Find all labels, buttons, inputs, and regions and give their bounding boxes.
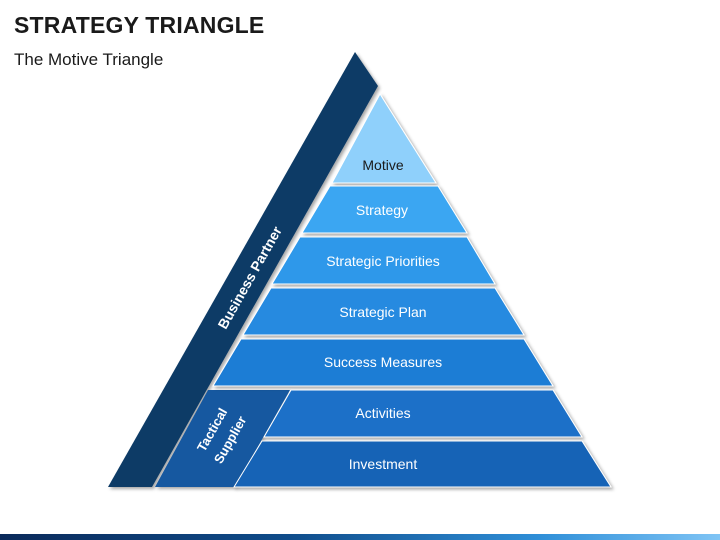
pyramid-level-strategic-priorities: Strategic Priorities bbox=[271, 236, 496, 285]
level-label-strategic-priorities: Strategic Priorities bbox=[326, 253, 440, 269]
page-title: STRATEGY TRIANGLE bbox=[14, 12, 265, 38]
level-label-success-measures: Success Measures bbox=[324, 354, 442, 370]
level-label-investment: Investment bbox=[349, 456, 418, 472]
level-label-strategic-plan: Strategic Plan bbox=[339, 304, 426, 320]
page-subtitle: The Motive Triangle bbox=[14, 50, 164, 69]
level-label-motive: Motive bbox=[362, 157, 403, 173]
tactical-supplier-band bbox=[155, 390, 290, 487]
level-label-strategy: Strategy bbox=[356, 202, 408, 218]
pyramid-level-strategic-plan: Strategic Plan bbox=[242, 287, 525, 336]
business-partner-band bbox=[108, 52, 378, 487]
pyramid-level-success-measures: Success Measures bbox=[212, 338, 554, 387]
pyramid-level-investment: Investment bbox=[233, 440, 612, 488]
pyramid-level-activities: Activities bbox=[263, 389, 583, 438]
level-label-activities: Activities bbox=[355, 405, 410, 421]
pyramid-level-motive: Motive bbox=[331, 93, 437, 184]
pyramid-level-strategy: Strategy bbox=[301, 185, 468, 234]
footer-gradient-bar bbox=[0, 534, 720, 540]
